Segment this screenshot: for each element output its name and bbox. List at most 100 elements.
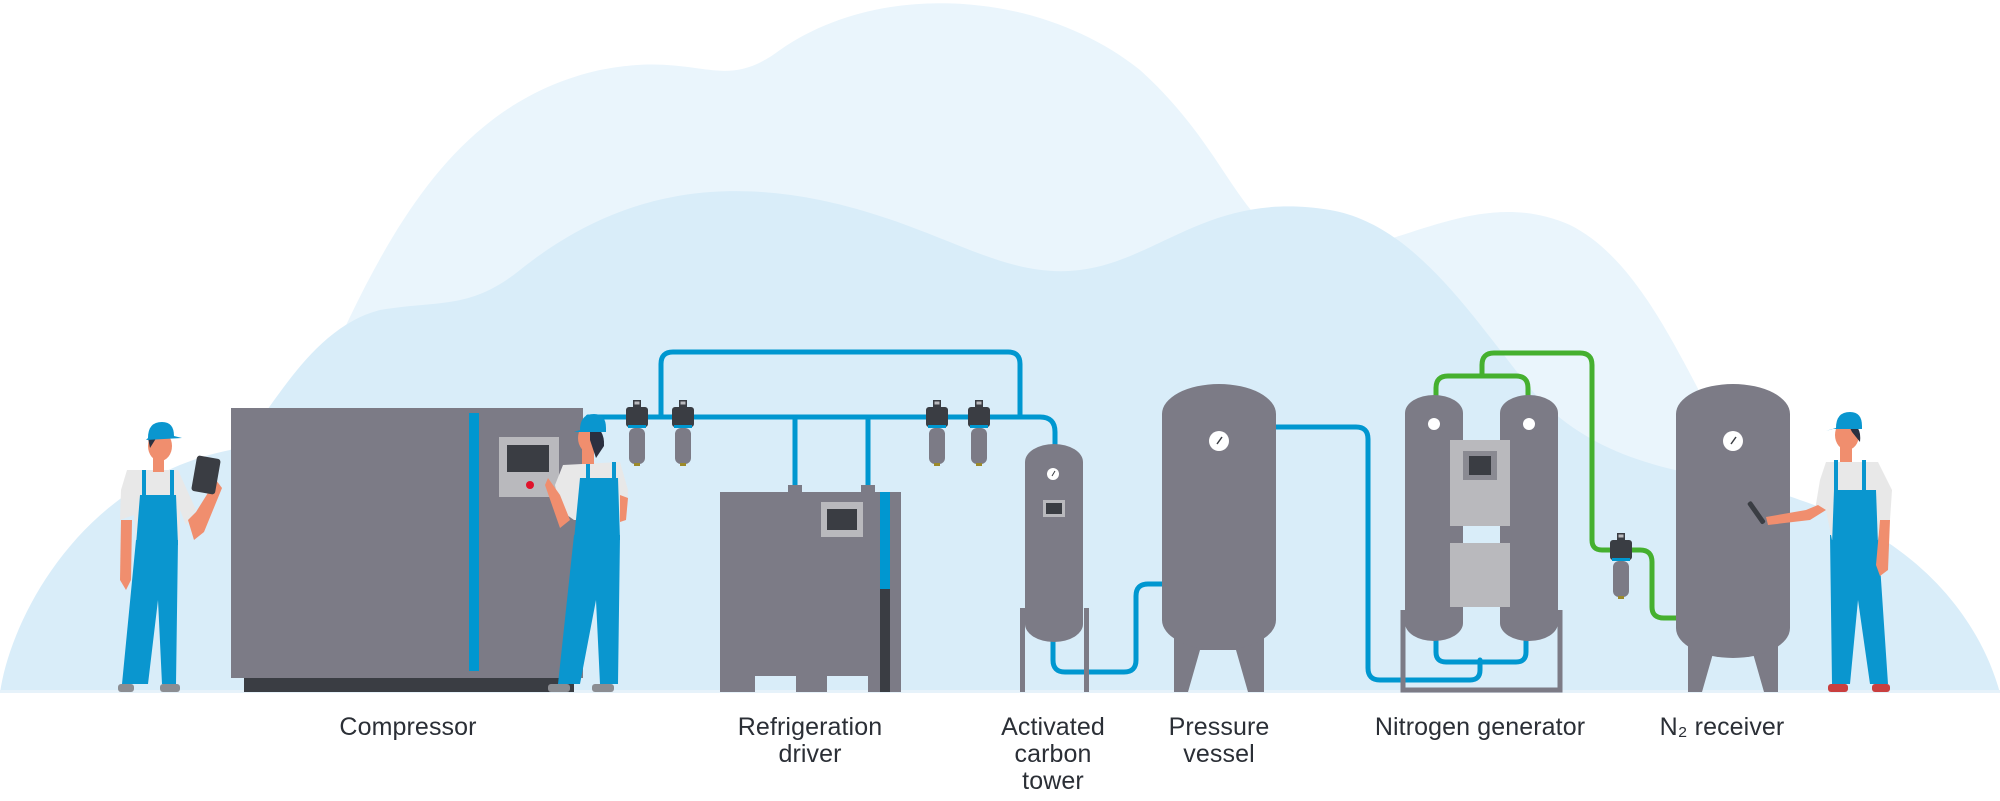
dryer-outlet-flange xyxy=(861,485,875,493)
tower-leg-right xyxy=(1084,608,1089,692)
bypass-loop-pipe xyxy=(658,349,1023,420)
stage-label-activated-carbon-tower: Activated carbon tower xyxy=(1001,713,1105,795)
worker-overalls-bib xyxy=(574,478,620,540)
worker-arm xyxy=(120,520,132,590)
filter-part xyxy=(634,463,640,466)
generator-frame xyxy=(1400,610,1563,693)
refrigeration-driver-unit xyxy=(720,485,901,692)
worker-strap xyxy=(586,462,590,482)
worker-overalls-bib xyxy=(136,495,178,545)
tower-leg-left xyxy=(1020,608,1025,692)
generator-screen xyxy=(1469,456,1491,475)
worker-hair xyxy=(590,425,605,458)
pressure-vessel-unit xyxy=(1162,384,1276,692)
receiver-body xyxy=(1676,384,1790,658)
air-filter-icon xyxy=(1610,533,1632,599)
generator-gauge-right xyxy=(1523,418,1535,430)
filter-part xyxy=(680,463,686,466)
worker-arm xyxy=(545,478,570,528)
filter-part xyxy=(934,401,940,405)
generator-column-left xyxy=(1405,395,1463,641)
worker-shoe xyxy=(548,684,570,692)
filter-part xyxy=(1613,561,1629,597)
stage-label-refrigeration-driver: Refrigeration driver xyxy=(737,713,883,768)
nitrogen-outlet-pipe xyxy=(1479,350,1683,621)
worker-overalls-bib xyxy=(1832,490,1878,545)
tower-screen xyxy=(1046,503,1062,514)
worker-legs xyxy=(1830,535,1888,684)
filter-part xyxy=(970,425,988,428)
generator-gauge-left xyxy=(1428,418,1440,430)
filter-part xyxy=(1610,540,1632,560)
filter-part xyxy=(1618,596,1624,599)
dryer-inlet-flange xyxy=(788,485,802,493)
inline-filters xyxy=(626,400,1632,599)
worker-arm xyxy=(620,495,628,522)
air-filter-icon xyxy=(626,400,648,466)
filter-part xyxy=(926,407,948,427)
filter-part xyxy=(674,425,692,428)
stage-label-compressor: Compressor xyxy=(339,713,477,741)
tower-to-vessel-pipe xyxy=(1050,581,1168,675)
worker-shoe xyxy=(118,684,134,692)
air-filter-icon xyxy=(672,400,694,466)
filter-part xyxy=(934,463,940,466)
filter-part xyxy=(1612,558,1630,561)
tower-body xyxy=(1025,444,1083,642)
filter-part xyxy=(971,428,987,464)
filter-part xyxy=(968,407,990,427)
tower-gauge-needle xyxy=(1051,470,1056,477)
air-pipes xyxy=(585,349,1529,683)
worker-arm xyxy=(188,480,222,540)
receiver-gauge-needle xyxy=(1730,436,1737,445)
filter-part xyxy=(672,407,694,427)
stage-label-nitrogen-generator: Nitrogen generator xyxy=(1374,713,1586,741)
generator-lower-manifold-pipe xyxy=(1433,633,1529,665)
worker-strap xyxy=(612,462,616,482)
filter-part xyxy=(929,428,945,464)
air-filter-icon xyxy=(926,400,948,466)
filter-part xyxy=(928,425,946,428)
hard-hat-icon xyxy=(568,414,606,434)
stage-label-pressure-vessel: Pressure vessel xyxy=(1168,713,1270,768)
worker-strap xyxy=(170,470,174,498)
worker-strap xyxy=(142,470,146,498)
compressor-red-button xyxy=(526,481,534,489)
dryer-dark-stripe xyxy=(880,589,890,692)
worker-strap xyxy=(1862,460,1866,492)
hard-hat-icon xyxy=(1826,412,1862,431)
activated-carbon-tower-unit xyxy=(1020,444,1089,692)
worker-strap xyxy=(1834,460,1838,492)
filter-part xyxy=(976,463,982,466)
nitrogen-generator-unit xyxy=(1400,395,1563,693)
dryer-body xyxy=(720,492,901,692)
nitrogen-pipes xyxy=(1433,350,1683,621)
worker-legs xyxy=(122,540,178,684)
worker-shoe xyxy=(1872,684,1890,692)
vessel-gauge-needle xyxy=(1216,436,1223,445)
filter-part xyxy=(628,425,646,428)
filter-part xyxy=(634,401,640,405)
filter-part xyxy=(626,407,648,427)
filter-part xyxy=(680,401,686,405)
compressor-screen xyxy=(507,445,549,472)
worker-arm xyxy=(1766,505,1826,525)
filter-part xyxy=(1618,534,1624,538)
compressor-blue-stripe xyxy=(469,413,479,671)
vessel-body xyxy=(1162,384,1276,650)
worker-neck xyxy=(153,455,164,472)
ground-strip xyxy=(0,690,2000,693)
worker-phone xyxy=(1747,412,1892,692)
stage-label-n2-receiver: N₂ receiver xyxy=(1659,713,1785,741)
filter-part xyxy=(629,428,645,464)
dryer-blue-stripe xyxy=(880,492,890,589)
worker-shoe xyxy=(592,684,614,692)
dryer-screen xyxy=(827,509,857,530)
main-air-header-pipe xyxy=(585,414,1058,451)
vessel-to-generator-pipe xyxy=(1272,424,1483,683)
worker-panel xyxy=(545,414,628,692)
worker-legs xyxy=(558,535,620,684)
filter-part xyxy=(976,401,982,405)
worker-tablet xyxy=(118,422,222,692)
